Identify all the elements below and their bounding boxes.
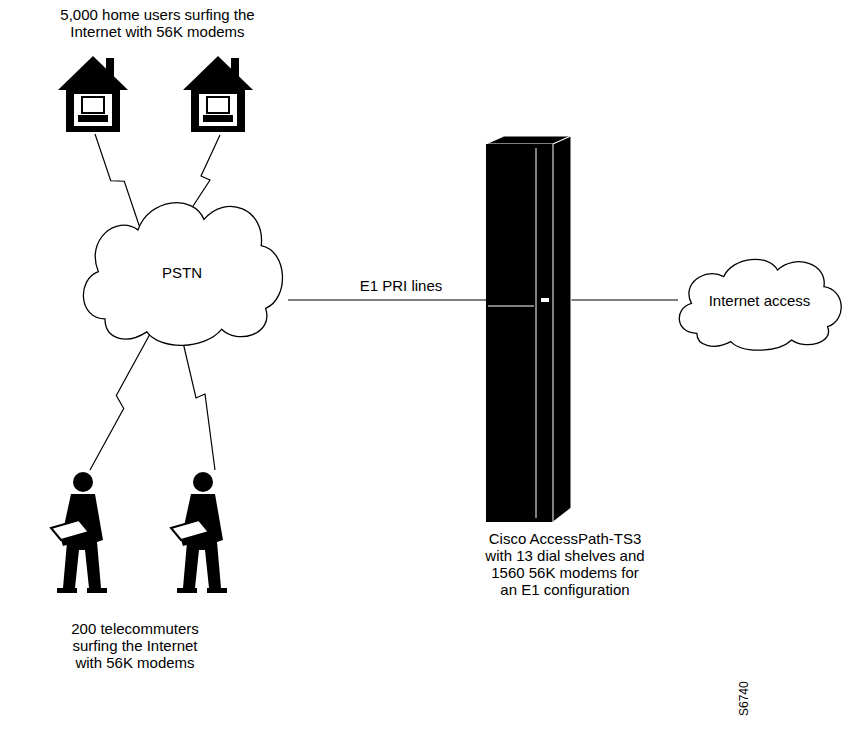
house-icon [58, 56, 128, 132]
access-server: Cisco AccessPath-TS3 with 13 dial shelve… [450, 128, 680, 618]
trunk-line [288, 299, 490, 300]
node-text: Internet access [670, 292, 849, 309]
server-rack [450, 128, 680, 528]
dialup-bolt [95, 134, 140, 228]
dialup-bolt [182, 338, 215, 470]
person-icon [171, 472, 227, 593]
house-icon [183, 56, 253, 132]
node-text: PSTN [72, 264, 292, 281]
node-text: 200 telecommuters surfing the Internet w… [60, 620, 210, 671]
dialup-bolt [90, 334, 150, 470]
node-text: 5,000 home users surfing the Internet wi… [50, 6, 265, 40]
figure-number: S6740 [737, 681, 751, 716]
person-icon [51, 472, 107, 593]
network-cloud: PSTN [72, 188, 292, 345]
node-label: PSTN [72, 264, 292, 281]
trunk-line [568, 299, 678, 300]
node-label: 200 telecommuters surfing the Internet w… [60, 620, 210, 671]
edge-label: E1 PRI lines [358, 277, 445, 294]
node-label: Internet access [670, 292, 849, 309]
user-group: 5,000 home users surfing the Internet wi… [40, 6, 275, 134]
node-label: 5,000 home users surfing the Internet wi… [50, 6, 265, 40]
network-cloud: Internet access [670, 250, 849, 350]
node-text: Cisco AccessPath-TS3 with 13 dial shelve… [481, 530, 649, 598]
node-label: Cisco AccessPath-TS3 with 13 dial shelve… [481, 530, 649, 598]
user-group: 200 telecommuters surfing the Internet w… [20, 460, 250, 705]
